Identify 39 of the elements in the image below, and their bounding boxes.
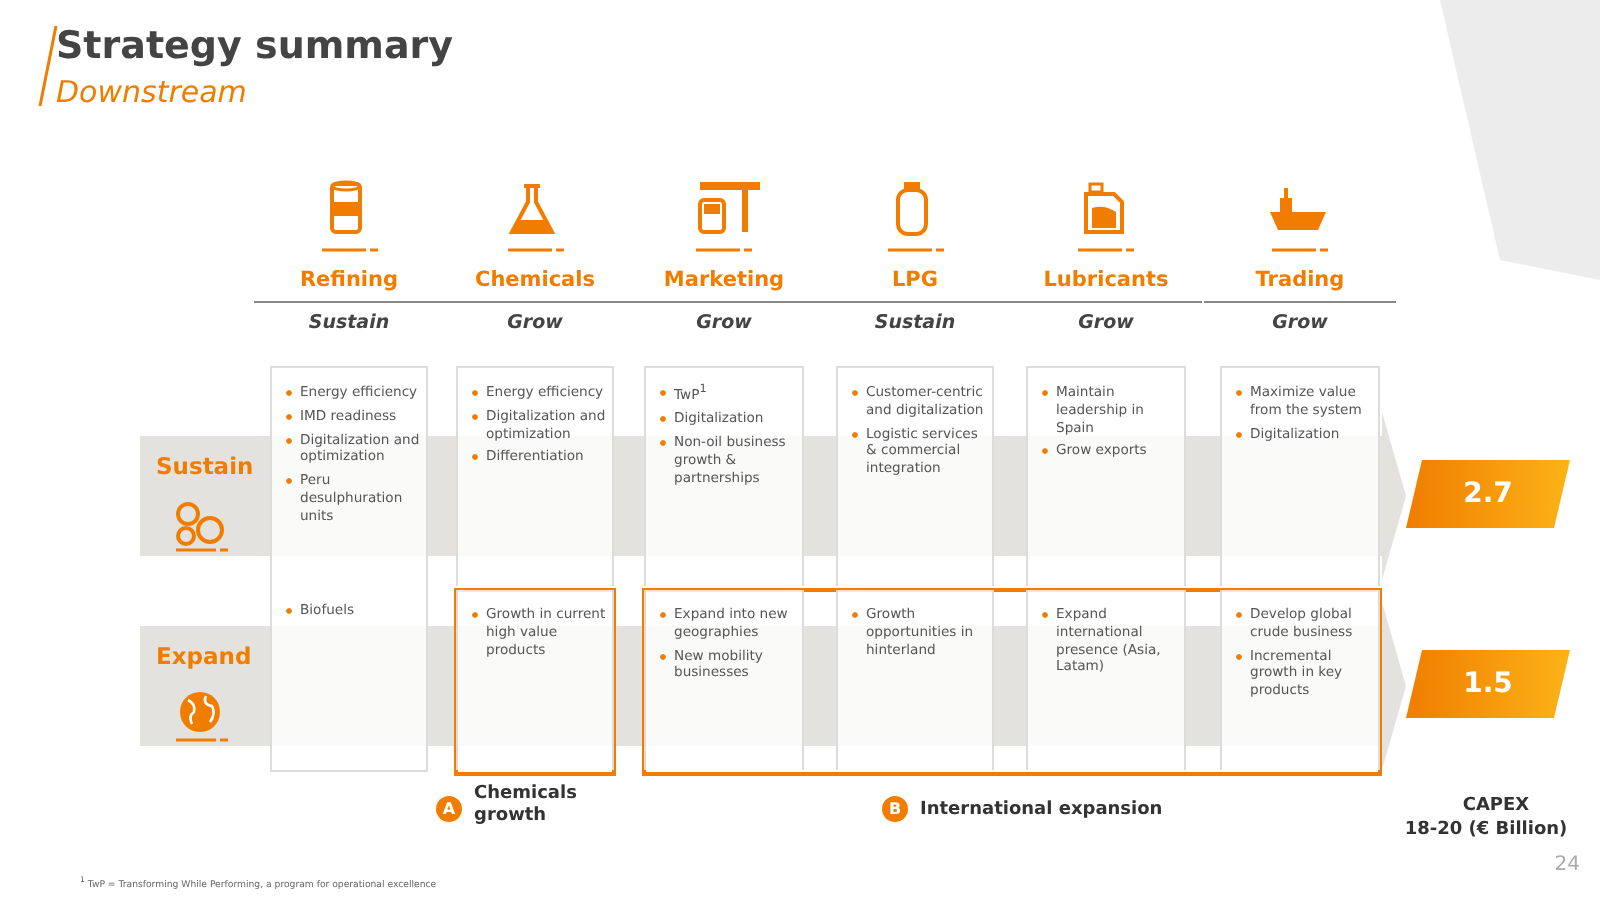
category-name: Marketing xyxy=(661,268,787,292)
text-cell xyxy=(270,366,428,586)
text-cell xyxy=(836,590,994,770)
marker-caption: Chemicals growth xyxy=(474,784,579,829)
marker-caption: International expansion xyxy=(920,800,1165,823)
text-cell xyxy=(836,366,994,586)
text-cell xyxy=(644,590,804,770)
text-cell xyxy=(1026,590,1186,770)
strategy-label: Sustain xyxy=(872,312,958,334)
capex-note: CAPEX xyxy=(1460,796,1532,816)
row-band xyxy=(140,436,270,556)
text-cell xyxy=(644,366,804,586)
marker-badge: B xyxy=(882,796,908,822)
strategy-label: Grow xyxy=(1076,312,1136,334)
row-band xyxy=(140,626,270,746)
capex-value: 2.7 xyxy=(1463,478,1513,510)
page-number: 24 xyxy=(1552,854,1580,876)
text-cell xyxy=(270,586,428,772)
capex-value: 1.5 xyxy=(1463,668,1513,700)
row-label: Sustain xyxy=(156,452,254,480)
text-cell xyxy=(456,366,614,586)
category-name: Refining xyxy=(297,268,401,292)
text-cell xyxy=(1220,366,1380,586)
highlight-frame xyxy=(642,588,1382,776)
capex-note: 18-20 (€ Billion) xyxy=(1402,820,1570,840)
category-name: Lubricants xyxy=(1041,268,1171,292)
strategy-label: Sustain xyxy=(306,312,392,334)
slide-title: Strategy summary xyxy=(56,24,454,68)
marker-badge: A xyxy=(436,796,462,822)
text-cell xyxy=(1220,590,1380,770)
text-cell xyxy=(1026,366,1186,586)
row-label: Expand xyxy=(156,642,252,670)
category-name: LPG xyxy=(889,268,940,292)
slide-subtitle: Downstream xyxy=(56,74,249,110)
strategy-label: Grow xyxy=(505,312,565,334)
strategy-label: Grow xyxy=(1270,312,1330,334)
category-name: Trading xyxy=(1253,268,1347,292)
category-name: Chemicals xyxy=(472,268,597,292)
strategy-label: Grow xyxy=(694,312,754,334)
